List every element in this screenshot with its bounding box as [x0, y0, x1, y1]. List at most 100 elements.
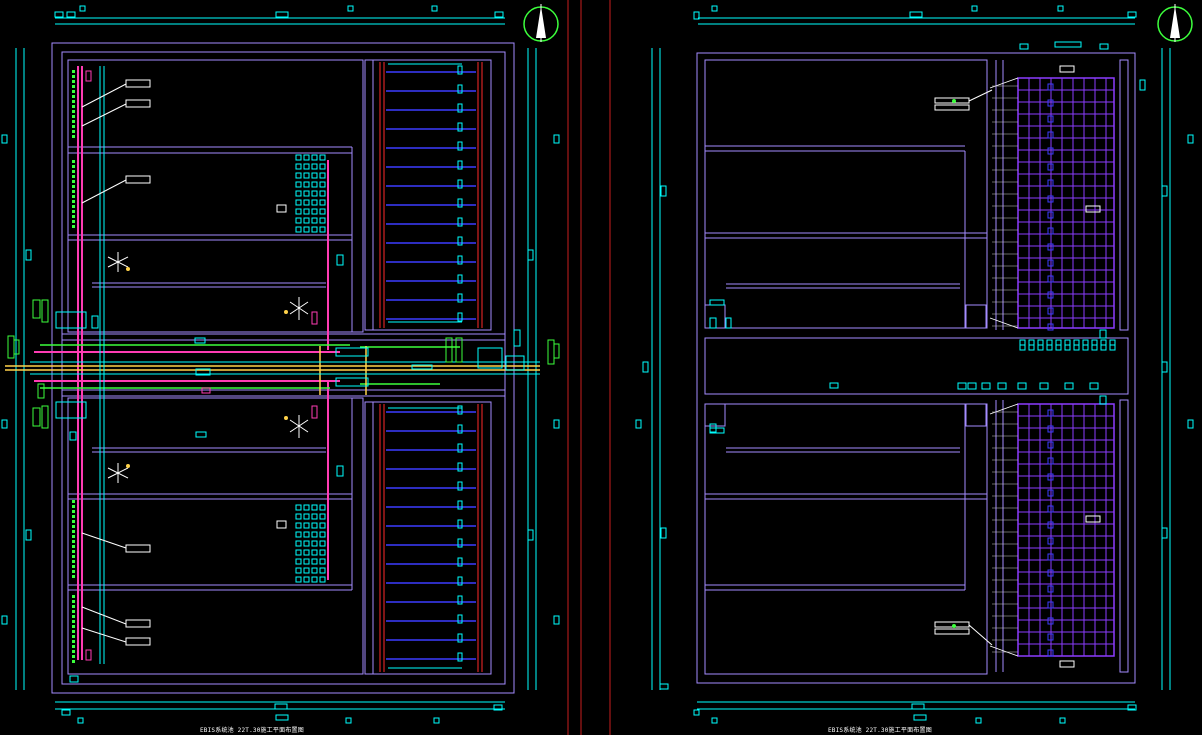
nozzle [319, 199, 326, 206]
nozzle [311, 154, 318, 161]
left-yellow-header [5, 346, 540, 395]
nozzle [311, 199, 318, 206]
lateral-nozzle [457, 122, 463, 132]
nozzle [311, 513, 318, 520]
lateral-nozzle [457, 217, 463, 227]
nozzle [311, 531, 318, 538]
diffuser-dot [72, 570, 75, 573]
diffuser-dot [72, 610, 75, 613]
lateral-nozzle [457, 236, 463, 246]
grid-nozzle [1047, 553, 1054, 561]
lateral-nozzle [457, 557, 463, 567]
lateral-nozzle [457, 293, 463, 303]
diffuser-dot [72, 200, 75, 203]
right-media-grid-bottom [989, 403, 1115, 657]
diffuser-dot [72, 110, 75, 113]
diffuser-dot [72, 190, 75, 193]
diffuser-dot [72, 615, 75, 618]
corridor-nozzle [1091, 344, 1098, 351]
grid-nozzle [1047, 521, 1054, 529]
nozzle [295, 208, 302, 215]
grid-nozzle [1047, 585, 1054, 593]
left-plan [1, 4, 560, 724]
diffuser-dot [72, 70, 75, 73]
diffuser-dot [72, 165, 75, 168]
corridor-nozzle [1100, 339, 1107, 346]
nozzle [319, 208, 326, 215]
right-bottom-dimension [693, 701, 1137, 724]
corridor-nozzle [1091, 339, 1098, 346]
corridor-nozzle [1019, 344, 1026, 351]
diffuser-dot [72, 180, 75, 183]
grid-nozzle [1047, 179, 1054, 187]
nozzle [303, 199, 310, 206]
grid-nozzle [1047, 633, 1054, 641]
diffuser-dot [72, 205, 75, 208]
corridor-nozzle [1100, 344, 1107, 351]
nozzle [319, 226, 326, 233]
diffuser-dot [72, 520, 75, 523]
lateral-nozzle [457, 500, 463, 510]
nozzle [319, 513, 326, 520]
diffuser-dot [72, 630, 75, 633]
nozzle [303, 190, 310, 197]
nozzle [303, 522, 310, 529]
diffuser-dot [72, 555, 75, 558]
left-pump-bases [55, 311, 525, 683]
diffuser-dot [72, 635, 75, 638]
grid-nozzle [1047, 163, 1054, 171]
nozzle [303, 172, 310, 179]
diffuser-dot [72, 90, 75, 93]
nozzle [303, 549, 310, 556]
diffuser-dot [72, 160, 75, 163]
right-corridor-details [659, 299, 1107, 690]
nozzle [311, 181, 318, 188]
lateral-nozzle [457, 481, 463, 491]
nozzle [303, 576, 310, 583]
nozzle [295, 504, 302, 511]
left-green-pipes [40, 344, 460, 389]
diffuser-dot [72, 605, 75, 608]
nozzle [311, 208, 318, 215]
lateral-nozzle [457, 103, 463, 113]
left-top-laterals [386, 65, 476, 322]
nozzle [295, 154, 302, 161]
grid-nozzle [1047, 131, 1054, 139]
right-corridor-nozzles [1019, 339, 1116, 351]
nozzle [303, 504, 310, 511]
grid-nozzle [1047, 617, 1054, 625]
diffuser-dot [72, 75, 75, 78]
lateral-nozzle [457, 519, 463, 529]
valve-symbol-icon [107, 252, 309, 483]
drawing-title-left: EBIS系统池 22T.30施工平面布置图 [200, 727, 304, 734]
left-top-dimension [54, 5, 505, 25]
nozzle [303, 531, 310, 538]
lateral-nozzle [457, 160, 463, 170]
left-cyan-pipes [30, 66, 540, 664]
diffuser-dot [72, 170, 75, 173]
corridor-nozzle [1064, 339, 1071, 346]
lateral-nozzle [457, 274, 463, 284]
grid-nozzle [1047, 457, 1054, 465]
grid-nozzle [1047, 601, 1054, 609]
nozzle [319, 549, 326, 556]
nozzle [295, 217, 302, 224]
lateral-nozzle [457, 633, 463, 643]
nozzle [311, 567, 318, 574]
corridor-nozzle [1055, 339, 1062, 346]
nozzle [319, 181, 326, 188]
corridor-nozzle [1028, 344, 1035, 351]
nozzle [303, 154, 310, 161]
diffuser-dot [72, 560, 75, 563]
grid-nozzle [1047, 473, 1054, 481]
nozzle [295, 531, 302, 538]
diffuser-dot [72, 225, 75, 228]
pump-symbol-icon [7, 299, 560, 429]
lateral-nozzle [457, 65, 463, 75]
diffuser-dot [72, 120, 75, 123]
right-top-dimension [693, 5, 1137, 50]
diffuser-dot [72, 660, 75, 663]
grid-perspective [989, 645, 1019, 657]
right-basin-walls [696, 52, 1136, 684]
